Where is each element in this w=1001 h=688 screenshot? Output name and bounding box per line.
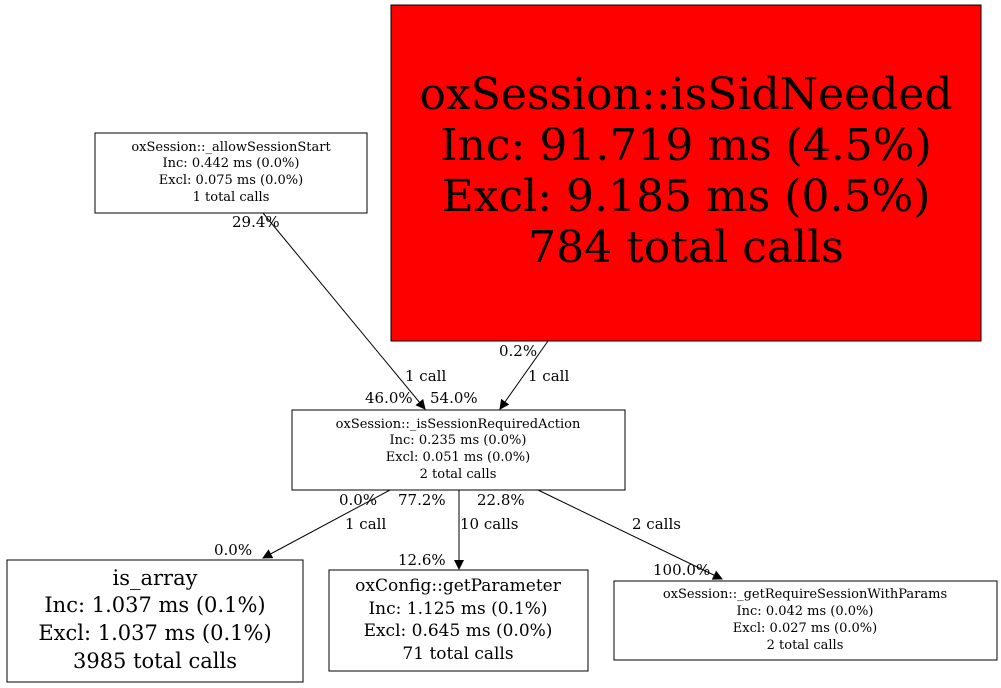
node-calls: 2 total calls (767, 638, 844, 653)
node-title: oxSession::_allowSessionStart (131, 140, 331, 155)
edge-required-to-is-array (262, 489, 391, 559)
node-is-session-required-action[interactable]: oxSession::_isSessionRequiredAction Inc:… (291, 409, 626, 491)
edge-head-label: 12.6% (398, 551, 446, 569)
node-get-parameter[interactable]: oxConfig::getParameter Inc: 1.125 ms (0.… (328, 569, 589, 672)
edge-tail-label: 0.2% (499, 342, 537, 360)
edge-tail-label: 0.0% (339, 491, 377, 509)
node-excl: Excl: 0.645 ms (0.0%) (364, 621, 553, 641)
edge-required-to-get-require (537, 489, 723, 580)
edge-head-label: 54.0% (430, 389, 478, 407)
node-calls: 71 total calls (402, 644, 513, 664)
node-inc: Inc: 1.037 ms (0.1%) (44, 593, 265, 617)
node-is-array[interactable]: is_array Inc: 1.037 ms (0.1%) Excl: 1.03… (6, 559, 304, 683)
node-title: oxSession::_getRequireSessionWithParams (663, 587, 947, 602)
node-calls: 1 total calls (193, 190, 270, 205)
node-inc: Inc: 1.125 ms (0.1%) (368, 599, 547, 619)
node-get-require-session-with-params[interactable]: oxSession::_getRequireSessionWithParams … (613, 580, 998, 661)
edge-allow-to-required (262, 212, 426, 410)
node-excl: Excl: 0.027 ms (0.0%) (733, 621, 877, 636)
node-title: oxSession::isSidNeeded (419, 69, 952, 120)
edge-head-label: 100.0% (653, 561, 710, 579)
node-excl: Excl: 0.075 ms (0.0%) (159, 173, 303, 188)
edge-calls-label: 2 calls (632, 515, 681, 533)
node-inc: Inc: 91.719 ms (4.5%) (440, 120, 932, 171)
edge-calls-label: 1 call (528, 367, 569, 385)
node-calls: 2 total calls (420, 467, 497, 482)
node-calls: 784 total calls (528, 222, 844, 273)
edge-head-label: 46.0% (365, 389, 413, 407)
edge-calls-label: 1 call (345, 515, 386, 533)
node-inc: Inc: 0.442 ms (0.0%) (163, 156, 300, 171)
node-excl: Excl: 1.037 ms (0.1%) (38, 621, 271, 645)
edge-head-label: 0.0% (214, 541, 252, 559)
node-calls: 3985 total calls (73, 649, 237, 673)
edge-tail-label: 29.4% (232, 213, 280, 231)
node-excl: Excl: 0.051 ms (0.0%) (386, 450, 530, 465)
edge-sid-to-required (499, 340, 549, 410)
node-allow-session-start[interactable]: oxSession::_allowSessionStart Inc: 0.442… (94, 132, 368, 214)
node-inc: Inc: 0.042 ms (0.0%) (737, 604, 874, 619)
node-is-sid-needed[interactable]: oxSession::isSidNeeded Inc: 91.719 ms (4… (390, 4, 982, 342)
node-title: oxSession::_isSessionRequiredAction (336, 417, 581, 432)
node-title: is_array (113, 566, 198, 590)
node-excl: Excl: 9.185 ms (0.5%) (442, 171, 931, 222)
edge-calls-label: 10 calls (460, 515, 519, 533)
edge-calls-label: 1 call (405, 367, 446, 385)
node-title: oxConfig::getParameter (355, 576, 562, 596)
edge-tail-label: 22.8% (477, 491, 525, 509)
node-inc: Inc: 0.235 ms (0.0%) (390, 433, 527, 448)
edge-tail-label: 77.2% (398, 491, 446, 509)
